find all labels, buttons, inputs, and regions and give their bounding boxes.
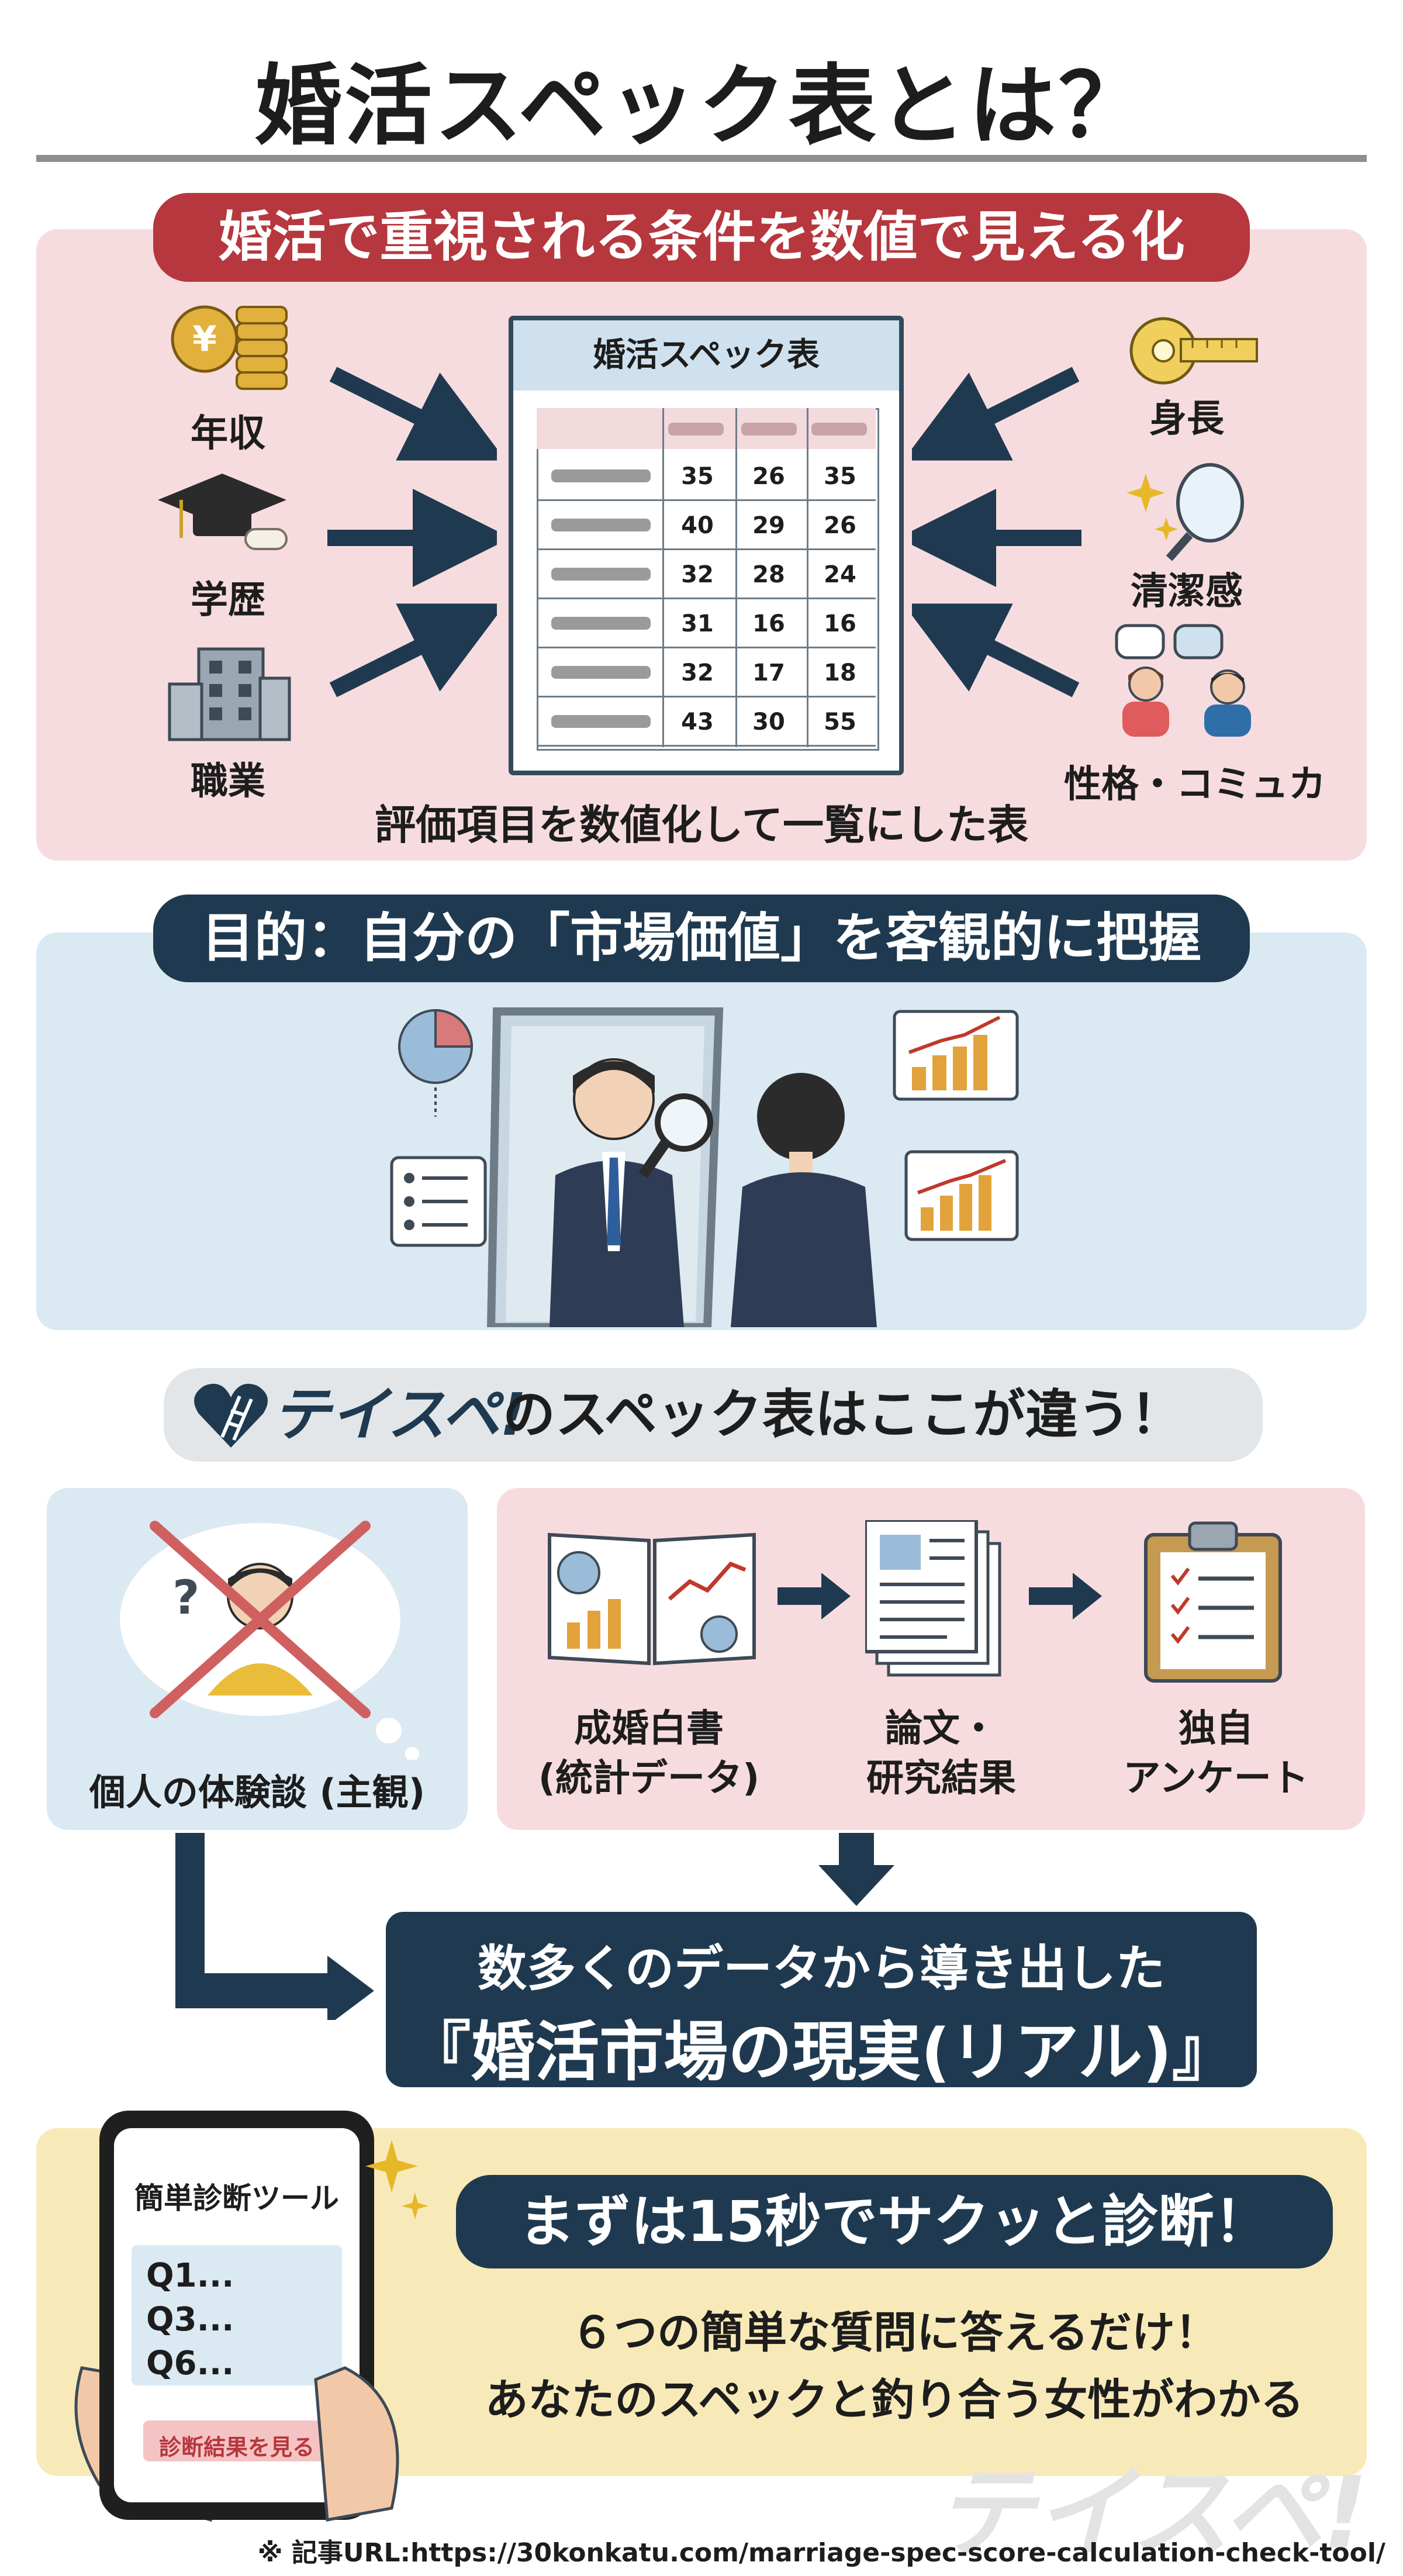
table-cell: 16 bbox=[752, 610, 785, 637]
header-placeholder bbox=[811, 423, 867, 436]
table-cell: 29 bbox=[752, 512, 785, 539]
table-cell: 30 bbox=[752, 709, 785, 735]
mirror-sparkle-icon bbox=[1126, 463, 1244, 561]
table-cell: 24 bbox=[824, 561, 856, 588]
row-label-placeholder bbox=[551, 469, 651, 482]
graduation-cap-icon bbox=[158, 474, 288, 550]
left-arrows bbox=[327, 367, 497, 697]
survey-clipboard-icon bbox=[1144, 1521, 1282, 1683]
subjective-experience-label: 個人の体験談 (主観) bbox=[89, 1771, 426, 1814]
table-cell: 26 bbox=[752, 463, 785, 490]
svg-text:?: ? bbox=[172, 1570, 199, 1625]
spec-table-card: 婚活スペック表 35 26 35 40 29 26 32 28 24 31 16 16 32 17 18 43… bbox=[509, 316, 904, 775]
row-label-placeholder bbox=[551, 568, 651, 581]
table-cell: 32 bbox=[681, 659, 714, 686]
quick-diagnosis-banner: まずは15秒でサクッと診断！ bbox=[456, 2175, 1333, 2268]
item-income: 年収 bbox=[191, 412, 265, 455]
title-divider bbox=[36, 155, 1367, 162]
office-building-icon bbox=[168, 647, 291, 741]
table-cell: 40 bbox=[681, 512, 714, 539]
article-url-note: ※ 記事URL:https://30konkatu.com/marriage-s… bbox=[257, 2538, 1385, 2568]
phone-question-3: Q6... bbox=[146, 2344, 234, 2382]
phone-in-hand-illustration bbox=[74, 2111, 428, 2522]
table-cell: 35 bbox=[824, 463, 856, 490]
svg-text:¥: ¥ bbox=[192, 319, 217, 360]
measuring-tape-icon bbox=[1129, 317, 1258, 385]
table-cell: 32 bbox=[681, 561, 714, 588]
table-row bbox=[537, 696, 876, 697]
phone-tool-title: 簡単診断ツール bbox=[134, 2181, 339, 2215]
source-survey-line2: アンケート bbox=[1123, 1757, 1309, 1800]
phone-question-1: Q1... bbox=[146, 2257, 234, 2295]
difference-banner bbox=[164, 1368, 1263, 1462]
heart-logo-icon bbox=[194, 1383, 268, 1448]
table-row bbox=[537, 598, 876, 599]
research-paper-icon bbox=[865, 1520, 1001, 1677]
table-row bbox=[537, 745, 876, 747]
table-cell: 35 bbox=[681, 463, 714, 490]
source-white-paper-line1: 成婚白書 bbox=[574, 1707, 724, 1750]
crossed-out-thinking-person-icon: ? bbox=[120, 1521, 419, 1760]
source-research-line1: 論文・ bbox=[885, 1707, 997, 1750]
arrow-right-icon bbox=[1029, 1573, 1102, 1620]
quick-diagnosis-line2: あなたのスペックと釣り合う女性がわかる bbox=[485, 2375, 1304, 2425]
item-cleanliness: 清潔感 bbox=[1131, 570, 1243, 613]
mirror-self-analysis-illustration bbox=[390, 1007, 1019, 1327]
table-cell: 18 bbox=[824, 659, 856, 686]
table-row bbox=[537, 647, 876, 648]
page-title: 婚活スペック表とは？ bbox=[254, 56, 1149, 157]
row-label-placeholder bbox=[551, 715, 651, 728]
header-placeholder bbox=[668, 423, 724, 436]
conversation-icon bbox=[1115, 624, 1251, 737]
source-white-paper-line2: (統計データ) bbox=[538, 1757, 760, 1800]
arrow-right-icon bbox=[777, 1573, 851, 1620]
definition-banner: 婚活で重視される条件を数値で見える化 bbox=[153, 193, 1250, 282]
row-label-placeholder bbox=[551, 617, 651, 630]
item-height: 身長 bbox=[1149, 398, 1224, 441]
purpose-banner: 目的：自分の「市場価値」を客観的に把握 bbox=[153, 895, 1250, 982]
reality-result-line2: 『婚活市場の現実(リアル)』 bbox=[406, 2015, 1236, 2090]
quick-diagnosis-line1: ６つの簡単な質問に答えるだけ！ bbox=[571, 2308, 1218, 2358]
table-cell: 17 bbox=[752, 659, 785, 686]
brand-name: テイスペ! bbox=[272, 1380, 527, 1449]
item-education: 学歴 bbox=[191, 579, 265, 622]
white-paper-book-icon bbox=[548, 1532, 756, 1666]
brand-watermark: テイスペ! bbox=[935, 2456, 1368, 2571]
table-row bbox=[537, 499, 876, 501]
phone-result-button[interactable]: 診断結果を見る bbox=[158, 2435, 315, 2460]
table-column-divider bbox=[662, 408, 664, 747]
right-arrows bbox=[912, 367, 1081, 697]
difference-banner-text: のスペック表はここが違う！ bbox=[503, 1384, 1183, 1445]
table-cell: 28 bbox=[752, 561, 785, 588]
source-research-line2: 研究結果 bbox=[866, 1757, 1016, 1800]
table-cell: 16 bbox=[824, 610, 856, 637]
header-placeholder bbox=[741, 423, 797, 436]
item-personality: 性格・コミュカ bbox=[1064, 763, 1326, 806]
reality-result-box bbox=[386, 1912, 1257, 2087]
coins-icon: ¥ bbox=[171, 305, 288, 390]
source-survey-line1: 独自 bbox=[1179, 1707, 1253, 1750]
item-occupation: 職業 bbox=[191, 760, 265, 803]
phone-question-2: Q3... bbox=[146, 2301, 234, 2339]
flow-arrows bbox=[175, 1833, 894, 2020]
spec-table-caption: 評価項目を数値化して一覧にした表 bbox=[375, 801, 1028, 849]
table-column-divider bbox=[735, 408, 737, 747]
reality-result-line1: 数多くのデータから導き出した bbox=[477, 1940, 1165, 1997]
row-label-placeholder bbox=[551, 666, 651, 679]
table-cell: 31 bbox=[681, 610, 714, 637]
table-row bbox=[537, 548, 876, 550]
spec-table-title: 婚活スペック表 bbox=[513, 320, 899, 391]
row-label-placeholder bbox=[551, 519, 651, 531]
table-cell: 55 bbox=[824, 709, 856, 735]
table-column-divider bbox=[807, 408, 808, 747]
table-cell: 26 bbox=[824, 512, 856, 539]
table-cell: 43 bbox=[681, 709, 714, 735]
